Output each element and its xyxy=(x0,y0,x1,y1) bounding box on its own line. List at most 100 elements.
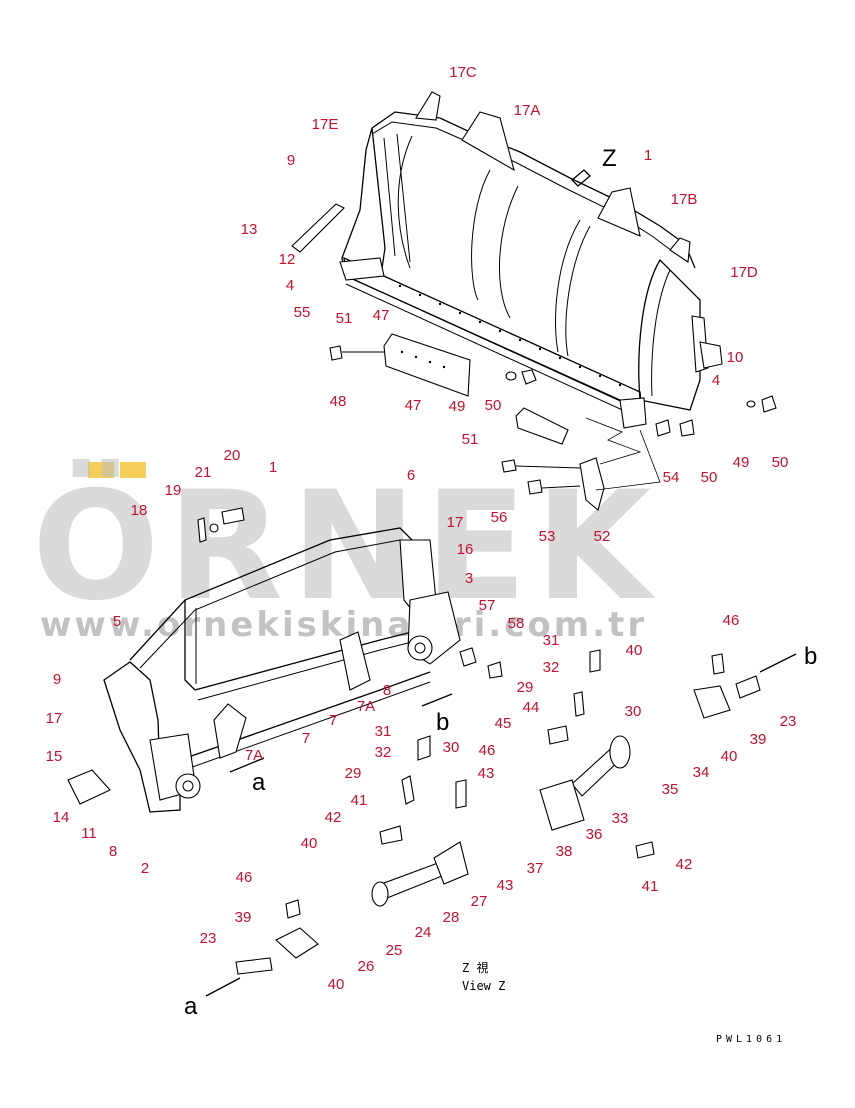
part-callout-33: 33 xyxy=(612,810,629,827)
part-callout-56: 56 xyxy=(491,509,508,526)
part-callout-32: 32 xyxy=(375,744,392,761)
part-callout-38: 38 xyxy=(556,843,573,860)
part-callout-37: 37 xyxy=(527,860,544,877)
part-callout-17e: 17E xyxy=(312,116,339,133)
part-callout-8: 8 xyxy=(383,682,391,699)
part-callout-53: 53 xyxy=(539,528,556,545)
view-z-caption-en: View Z xyxy=(462,979,505,993)
part-callout-3: 3 xyxy=(465,570,473,587)
view-z-letter: Z xyxy=(602,145,617,172)
part-callout-29: 29 xyxy=(345,765,362,782)
part-callout-25: 25 xyxy=(386,942,403,959)
part-callout-40: 40 xyxy=(721,748,738,765)
part-callout-50: 50 xyxy=(772,454,789,471)
part-callout-15: 15 xyxy=(46,748,63,765)
part-callout-17a: 17A xyxy=(514,102,541,119)
part-callout-54: 54 xyxy=(663,469,680,486)
part-callout-50: 50 xyxy=(485,397,502,414)
part-callout-4: 4 xyxy=(286,277,294,294)
part-callout-9: 9 xyxy=(287,152,295,169)
part-callout-42: 42 xyxy=(325,809,342,826)
part-callout-8: 8 xyxy=(109,843,117,860)
part-callout-27: 27 xyxy=(471,893,488,910)
part-callout-43: 43 xyxy=(497,877,514,894)
part-callout-35: 35 xyxy=(662,781,679,798)
part-callout-39: 39 xyxy=(750,731,767,748)
watermark-accent-right xyxy=(120,462,146,478)
part-callout-31: 31 xyxy=(375,723,392,740)
part-callout-19: 19 xyxy=(165,482,182,499)
part-callout-17: 17 xyxy=(46,710,63,727)
part-callout-52: 52 xyxy=(594,528,611,545)
part-callout-13: 13 xyxy=(241,221,258,238)
arrow-b-label-right: b xyxy=(804,643,817,670)
drawing-code: PWL1061 xyxy=(716,1034,786,1045)
part-callout-47: 47 xyxy=(405,397,422,414)
part-callout-23: 23 xyxy=(780,713,797,730)
part-callout-46: 46 xyxy=(236,869,253,886)
part-callout-40: 40 xyxy=(328,976,345,993)
part-callout-1: 1 xyxy=(269,459,277,476)
part-callout-28: 28 xyxy=(443,909,460,926)
part-callout-50: 50 xyxy=(701,469,718,486)
part-callout-14: 14 xyxy=(53,809,70,826)
part-callout-5: 5 xyxy=(113,613,121,630)
part-callout-51: 51 xyxy=(336,310,353,327)
part-callout-23: 23 xyxy=(200,930,217,947)
part-callout-24: 24 xyxy=(415,924,432,941)
part-callout-48: 48 xyxy=(330,393,347,410)
part-callout-21: 21 xyxy=(195,464,212,481)
watermark-accent-left xyxy=(88,462,114,478)
view-letters: Z a a b b xyxy=(184,145,817,1020)
part-callout-17c: 17C xyxy=(449,64,477,81)
part-callout-49: 49 xyxy=(449,398,466,415)
part-callout-10: 10 xyxy=(727,349,744,366)
part-callout-18: 18 xyxy=(131,502,148,519)
part-callout-20: 20 xyxy=(224,447,241,464)
part-callout-16: 16 xyxy=(457,541,474,558)
watermark: ÖRNEK www.ornekiskinalari.com.tr xyxy=(32,458,651,645)
watermark-url: www.ornekiskinalari.com.tr xyxy=(40,605,647,645)
part-callout-4: 4 xyxy=(712,372,720,389)
part-callout-7a: 7A xyxy=(245,747,263,764)
part-callout-7: 7 xyxy=(302,730,310,747)
part-callout-40: 40 xyxy=(301,835,318,852)
part-callout-49: 49 xyxy=(733,454,750,471)
part-callout-12: 12 xyxy=(279,251,296,268)
part-callout-9: 9 xyxy=(53,671,61,688)
part-callout-41: 41 xyxy=(351,792,368,809)
part-callout-32: 32 xyxy=(543,659,560,676)
part-callout-45: 45 xyxy=(495,715,512,732)
part-callout-31: 31 xyxy=(543,632,560,649)
part-callout-6: 6 xyxy=(407,467,415,484)
part-callout-11: 11 xyxy=(81,825,97,842)
part-callout-17d: 17D xyxy=(730,264,758,281)
part-callout-7a: 7A xyxy=(357,698,375,715)
arrow-b-label-upper: b xyxy=(436,709,449,736)
part-callout-29: 29 xyxy=(517,679,534,696)
part-callout-46: 46 xyxy=(723,612,740,629)
push-frame-assembly xyxy=(67,507,503,813)
part-callout-2: 2 xyxy=(141,860,149,877)
part-callout-47: 47 xyxy=(373,307,390,324)
arrow-a-label-upper: a xyxy=(252,769,266,796)
part-callout-7: 7 xyxy=(329,712,337,729)
part-callout-51: 51 xyxy=(462,431,479,448)
part-callout-43: 43 xyxy=(478,765,495,782)
part-callout-26: 26 xyxy=(358,958,375,975)
part-callout-41: 41 xyxy=(642,878,659,895)
part-callout-17b: 17B xyxy=(671,191,698,208)
part-callout-1: 1 xyxy=(644,147,652,164)
view-z-caption-jp: Z 視 xyxy=(462,960,488,975)
part-callout-30: 30 xyxy=(443,739,460,756)
part-callout-42: 42 xyxy=(676,856,693,873)
part-callout-40: 40 xyxy=(626,642,643,659)
part-callout-34: 34 xyxy=(693,764,710,781)
part-callout-36: 36 xyxy=(586,826,603,843)
part-callout-55: 55 xyxy=(294,304,311,321)
blade-assembly xyxy=(291,91,777,511)
part-callout-58: 58 xyxy=(508,615,525,632)
part-callout-57: 57 xyxy=(479,597,496,614)
